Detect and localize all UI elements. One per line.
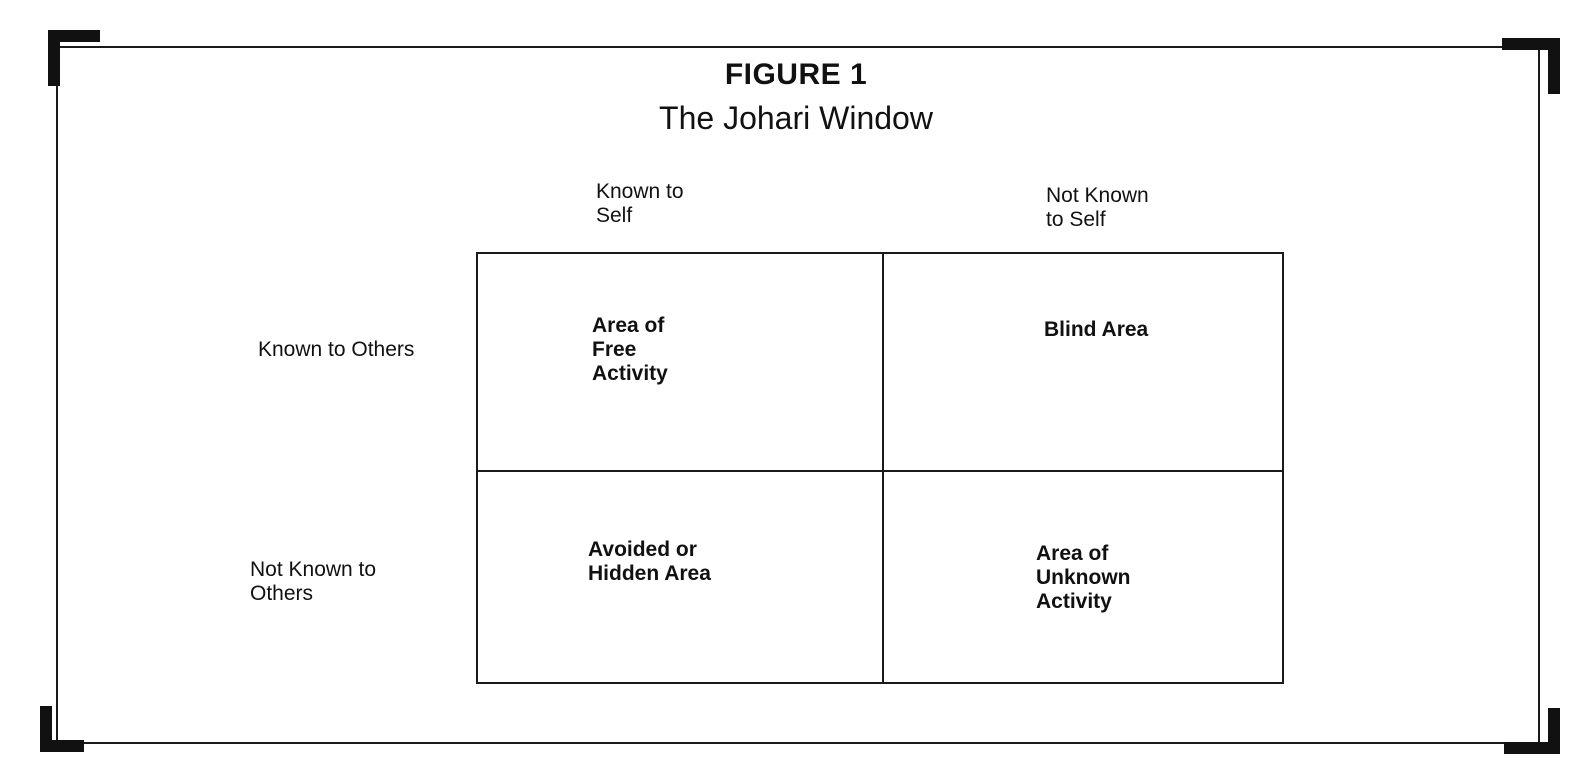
quadrant-free-activity: Area of Free Activity bbox=[592, 314, 668, 385]
quadrant-unknown-activity: Area of Unknown Activity bbox=[1036, 542, 1131, 613]
corner-mark-top-left-vertical bbox=[48, 30, 60, 86]
figure-frame bbox=[56, 46, 1540, 744]
row-label-not-known-to-others: Not Known to Others bbox=[250, 558, 377, 605]
corner-mark-top-left bbox=[48, 30, 100, 42]
grid-horizontal-divider bbox=[478, 470, 1282, 472]
grid-vertical-divider bbox=[882, 254, 884, 682]
column-label-not-known-to-self: Not Known to Self bbox=[1046, 184, 1149, 231]
corner-mark-bottom-right bbox=[1504, 742, 1560, 754]
figure-label: FIGURE 1 bbox=[724, 58, 868, 91]
column-label-known-to-self: Known to Self bbox=[596, 180, 684, 227]
corner-mark-bottom-left-vertical bbox=[40, 706, 52, 752]
corner-mark-bottom-right-vertical bbox=[1548, 708, 1560, 754]
figure-title: The Johari Window bbox=[659, 100, 933, 136]
johari-grid: Area of Free Activity Blind Area Avoided… bbox=[476, 252, 1284, 684]
row-label-known-to-others: Known to Others bbox=[258, 338, 415, 361]
quadrant-hidden-area: Avoided or Hidden Area bbox=[588, 538, 711, 585]
corner-mark-top-right-vertical bbox=[1548, 38, 1560, 94]
corner-mark-top-right bbox=[1502, 38, 1560, 50]
quadrant-blind-area: Blind Area bbox=[1044, 318, 1149, 341]
